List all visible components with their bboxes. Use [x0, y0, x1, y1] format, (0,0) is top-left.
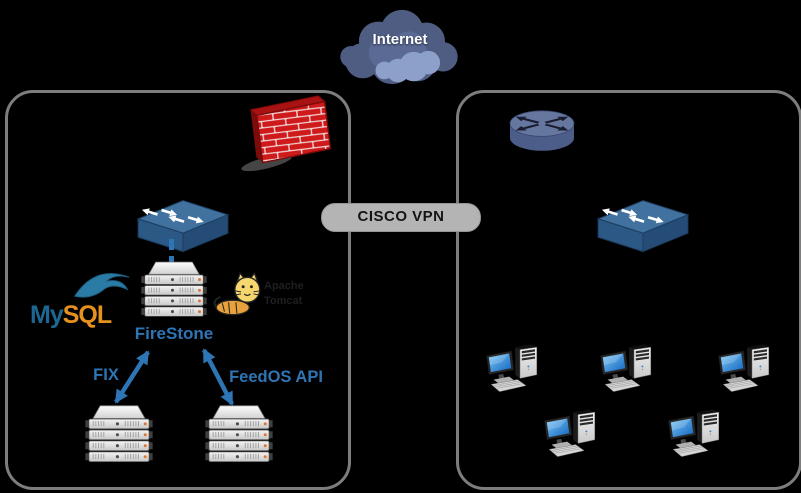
firewall-icon: [237, 92, 343, 174]
firestone-server-icon: [139, 258, 209, 321]
fix-arrow: [114, 350, 150, 404]
mysql-dolphin-icon: [73, 273, 130, 298]
internet-label: Internet: [372, 31, 428, 48]
tomcat-text-line1: Apache: [264, 280, 304, 292]
feedos-arrow: [202, 348, 234, 406]
firestone-label: FireStone: [134, 324, 214, 343]
workstation-icon-3: [716, 342, 776, 398]
fix-link-label: FIX: [93, 366, 119, 384]
tomcat-wordmark: Apache Tomcat: [264, 279, 304, 309]
workstation-icon-4: [542, 407, 602, 463]
tomcat-text-line2: Tomcat: [264, 294, 303, 307]
vpn-label-pill: CISCO VPN: [321, 203, 481, 232]
mysql-text-my: My: [30, 301, 64, 329]
feedos-link-label: FeedOS API: [229, 368, 323, 386]
mysql-wordmark: MySQL: [30, 301, 112, 330]
tomcat-cat-icon: [213, 271, 261, 316]
workstation-icon-2: [598, 342, 658, 398]
left-zone-box: [5, 90, 351, 490]
backend-server-icon-2: [203, 401, 275, 467]
workstation-icon-5: [666, 407, 726, 463]
workstation-icon-1: [484, 342, 544, 398]
right-zone-box: [456, 90, 801, 490]
switch-icon-right: [592, 192, 694, 256]
mysql-text-sql: SQL: [62, 301, 112, 329]
router-icon: [502, 96, 582, 164]
switch-icon-left: [132, 192, 234, 256]
tomcat-logo: Apache Tomcat: [212, 270, 318, 324]
backend-server-icon-1: [83, 401, 155, 467]
mysql-logo: MySQL: [30, 266, 138, 330]
switch-server-link: [169, 239, 174, 267]
